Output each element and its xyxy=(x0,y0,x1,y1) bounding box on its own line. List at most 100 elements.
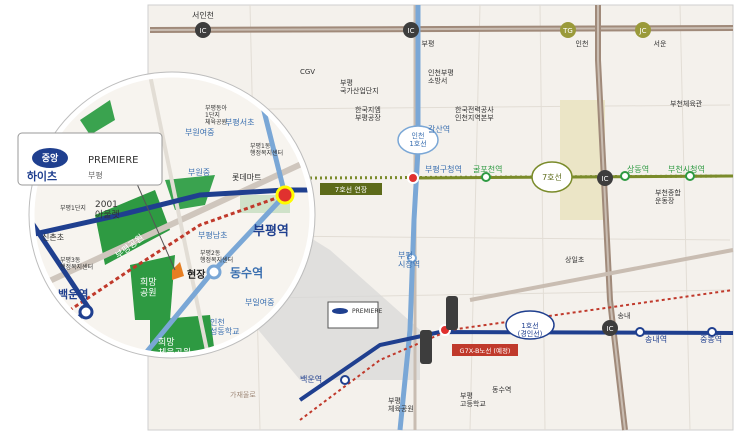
label-baegun-small: 백운역 xyxy=(300,374,322,384)
road-secondary-1 xyxy=(469,248,734,302)
inset-line1-west xyxy=(32,218,93,312)
interchange-badges: IC 서인천 IC 부평 TG 인천 JC 서운 IC IC 송내 xyxy=(192,10,667,336)
brand-logo-name: 하이츠 xyxy=(27,169,57,183)
inset-ring-outline xyxy=(28,71,316,359)
gtx-tag-text: G7X-B노선 (예정) xyxy=(460,346,511,355)
site-label: 현장 xyxy=(187,268,206,281)
inset-label-school2: 부평서초 xyxy=(225,117,254,127)
label-sangil: 상일초 xyxy=(565,255,585,264)
inset-label-school6: 부원중 xyxy=(188,168,210,177)
inset-incheon-line1 xyxy=(138,75,288,355)
premiere-small-text: PREMIERE xyxy=(352,308,382,315)
inset-label-school4: 부일여중 xyxy=(245,297,274,307)
label-bupyeonggu: 부평구청역 xyxy=(425,164,462,174)
train-icon-2 xyxy=(420,330,432,364)
label-gulpocheon: 굴포천역 xyxy=(473,164,502,174)
line7 xyxy=(414,174,734,180)
incheon-line1-badge xyxy=(397,125,439,155)
premiere-small-box xyxy=(327,301,379,329)
line7-ext-tag xyxy=(320,183,382,195)
inset-label-sincheon: 신촌초 xyxy=(42,233,64,242)
inset-label-school3: 부평남초 xyxy=(198,230,227,240)
ic-songnae-name: 송내 xyxy=(618,311,631,320)
station-sangdong[interactable] xyxy=(620,171,630,181)
ic-bupyeong: IC 부평 xyxy=(403,22,434,48)
ic-bupyeong-badge: IC xyxy=(408,27,415,35)
ic-bupyeong-name: 부평 xyxy=(422,39,435,48)
label-gym: 부천체육관 xyxy=(670,99,703,108)
brand-logo-brand: 중앙 xyxy=(42,152,59,164)
label-sangdong: 상동역 xyxy=(627,164,649,174)
label-songnae: 송내역 xyxy=(645,334,667,344)
station-gulpocheon[interactable] xyxy=(481,172,491,182)
road-outer-inner xyxy=(597,5,626,431)
station-baegun-small[interactable] xyxy=(340,375,350,385)
inset-park-top xyxy=(80,100,115,135)
line7-ext-tag-text: 7호선 연장 xyxy=(335,185,368,194)
inset-station-bupyeong[interactable] xyxy=(275,185,295,205)
line1-badge-text: 1호선(경인선) xyxy=(518,321,543,338)
industrial-zone xyxy=(560,100,605,220)
ic-seoincheon: IC 서인천 xyxy=(192,10,214,38)
tg-incheon-name: 인천 xyxy=(576,39,589,48)
premiere-small-logo xyxy=(332,308,348,314)
tg-incheon: TG 인천 xyxy=(560,22,588,48)
inset-station-dongsu[interactable] xyxy=(206,264,222,280)
brand-subtitle: 부평 xyxy=(88,170,103,180)
station-bupyeong-market[interactable] xyxy=(407,253,417,263)
station-jungdong[interactable] xyxy=(707,327,717,337)
label-gajae-ro: 가재울로 xyxy=(230,390,256,399)
ic-middle-badge: IC xyxy=(602,175,609,183)
station-bupyeonggu[interactable] xyxy=(407,172,419,184)
inset-label-lotte: 롯데마트 xyxy=(232,173,261,182)
inset-ring xyxy=(29,72,315,358)
brand-logo-mark xyxy=(32,148,68,168)
label-jungdong: 중동역 xyxy=(700,334,722,344)
gtx-b-line xyxy=(299,289,734,421)
brand-title: PREMIERE xyxy=(88,155,138,166)
label-cgv: CGV xyxy=(300,68,315,76)
inset-line1 xyxy=(32,187,312,238)
station-songnae[interactable] xyxy=(635,327,645,337)
inset-label-baegun: 백운역 xyxy=(58,287,88,301)
line7-badge xyxy=(531,161,573,193)
train-icon-1 xyxy=(446,296,458,330)
line1-gyeongin xyxy=(298,329,734,402)
ic-middle: IC xyxy=(597,170,613,186)
jc-seoun: JC 서운 xyxy=(635,22,667,48)
gtx-tag xyxy=(452,344,518,356)
station-bucheon-city[interactable] xyxy=(685,171,695,181)
inset-station-baegun[interactable] xyxy=(78,304,94,320)
inset-label-bupyeong: 부평역 xyxy=(253,223,289,239)
incheon-line1 xyxy=(397,5,421,431)
ic-seoincheon-name: 서인천 xyxy=(192,10,214,20)
inset-label-dongsu: 동수역 xyxy=(230,265,263,280)
label-bucheon-city: 부천시청역 xyxy=(668,164,705,174)
ic-songnae-badge: IC xyxy=(607,325,614,333)
tg-incheon-badge: TG xyxy=(562,27,573,35)
jc-seoun-name: 서운 xyxy=(654,39,667,48)
site-marker-icon[interactable] xyxy=(172,262,184,280)
main-stations xyxy=(340,127,717,385)
line7-badge-text: 7호선 xyxy=(542,173,562,182)
